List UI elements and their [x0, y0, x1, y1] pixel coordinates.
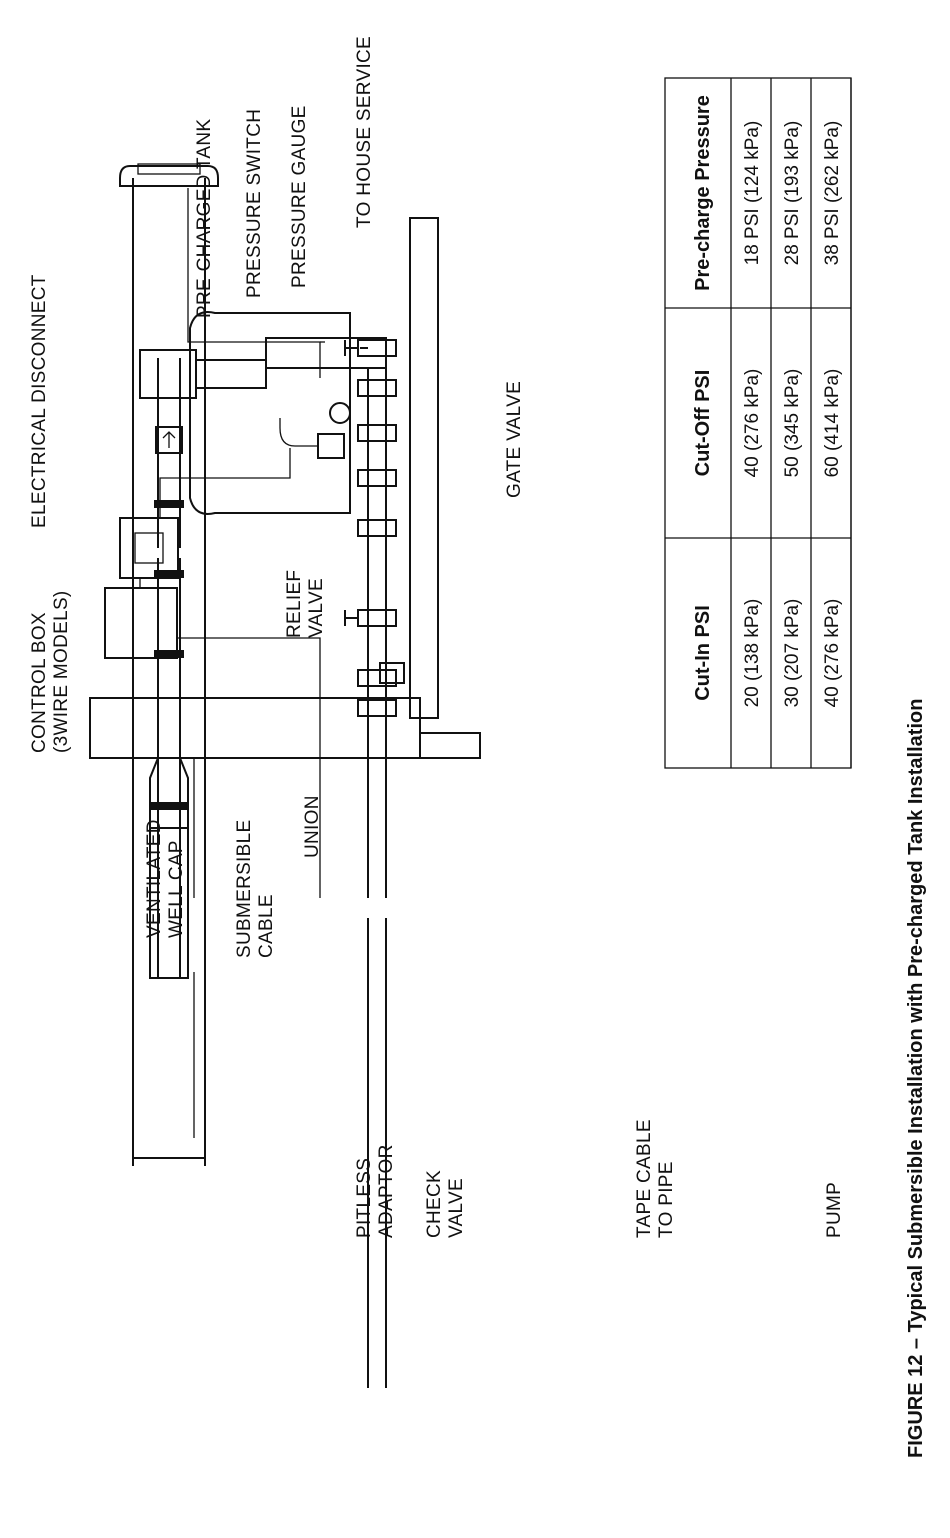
label-pressure-switch: PRESSURE SWITCH	[244, 109, 265, 298]
ground-hatch-left	[180, 1148, 194, 1268]
wire-c	[177, 637, 321, 898]
pump-motor	[149, 757, 189, 828]
service-line	[265, 337, 405, 1388]
tape-band	[154, 570, 184, 578]
pipe-fitting	[357, 699, 397, 717]
label-ventilated-well-cap: WELL CAP	[166, 840, 187, 938]
control-box	[104, 587, 178, 659]
footing	[419, 732, 481, 759]
label-electrical-disconnect: ELECTRICAL DISCONNECT	[29, 274, 50, 528]
label-gate-valve: GATE VALVE	[504, 381, 525, 498]
table-header: Cut-Off PSI	[692, 370, 714, 477]
table-cell: 40 (276 kPa)	[742, 369, 763, 478]
pump-body	[149, 827, 189, 979]
gravel	[405, 668, 455, 708]
table-header: Cut-In PSI	[692, 605, 714, 701]
pressure-table: Cut-In PSI Cut-Off PSI Pre-charge Pressure…	[664, 77, 852, 769]
label-submersible-cable: SUBMERSIBLE	[234, 820, 255, 958]
pipe-fitting	[357, 609, 397, 627]
pressure-gauge	[329, 402, 351, 424]
table-cell: 40 (276 kPa)	[822, 599, 843, 708]
label-pump: PUMP	[824, 1182, 845, 1238]
service-vertical	[265, 337, 387, 369]
figure-caption: FIGURE 12 – Typical Submersible Installa…	[905, 699, 927, 1458]
pre-charged-tank	[189, 311, 351, 515]
pipe-fitting	[357, 669, 397, 687]
floor-slab	[409, 217, 439, 719]
table-cell: 28 PSI (193 kPa)	[782, 121, 803, 266]
label-check-valve: VALVE	[446, 1178, 467, 1238]
tank-body	[189, 311, 351, 515]
table-cell: 60 (414 kPa)	[822, 369, 843, 478]
label-check-valve: CHECK	[424, 1170, 445, 1238]
label-pressure-gauge: PRESSURE GAUGE	[289, 105, 310, 288]
electrical-disconnect	[119, 517, 179, 579]
pitless-outlet	[195, 359, 267, 389]
tape-band	[154, 500, 184, 508]
label-relief-valve: RELIEF	[284, 570, 305, 638]
well-casing	[119, 163, 325, 1166]
label-union: UNION	[302, 795, 323, 858]
label-pitless-adaptor: ADAPTOR	[376, 1144, 397, 1238]
tape-band	[154, 650, 184, 658]
pressure-switch	[317, 433, 345, 459]
label-relief-valve: VALVE	[306, 578, 327, 638]
label-tape-cable: TO PIPE	[656, 1161, 677, 1238]
pipe-fitting	[357, 469, 397, 487]
pump-band	[150, 802, 188, 810]
table-cell: 18 PSI (124 kPa)	[742, 121, 763, 266]
floor-slab-left	[89, 697, 421, 759]
label-to-house-service: TO HOUSE SERVICE	[354, 36, 375, 228]
table-cell: 20 (138 kPa)	[742, 599, 763, 708]
submersible-cable	[187, 188, 321, 378]
table-cell: 38 PSI (262 kPa)	[822, 121, 843, 266]
table-header: Pre-charge Pressure	[692, 95, 714, 291]
table-cell: 30 (207 kPa)	[782, 599, 803, 708]
pipe-fitting	[357, 424, 397, 442]
switch-wire	[279, 418, 318, 447]
well-cap-vent	[137, 163, 201, 175]
pipe-fitting	[357, 379, 397, 397]
electrical	[104, 448, 321, 898]
concrete	[89, 217, 481, 759]
label-pitless-adaptor: PITLESS	[354, 1158, 375, 1238]
pitless-adaptor-body	[139, 349, 197, 399]
label-control-box: (3WIRE MODELS)	[51, 590, 72, 753]
check-valve-arrow	[162, 431, 176, 448]
ground-hatch-mid	[180, 972, 194, 1138]
check-valve-body	[155, 426, 183, 454]
label-submersible-cable: CABLE	[256, 894, 277, 958]
label-control-box: CONTROL BOX	[29, 612, 50, 753]
relief-valve-body	[379, 662, 405, 684]
label-pre-charged-tank: PRE-CHARGED TANK	[194, 119, 215, 318]
label-tape-cable: TAPE CABLE	[634, 1119, 655, 1238]
wire-b	[159, 448, 291, 518]
well-cap	[119, 165, 219, 187]
ground	[180, 758, 195, 1268]
label-ventilated-well-cap: VENTILATED	[144, 819, 165, 938]
pipe-fitting	[357, 519, 397, 537]
disconnect-window	[134, 532, 164, 564]
table-cell: 50 (345 kPa)	[782, 369, 803, 478]
floor-hatch	[438, 218, 452, 718]
